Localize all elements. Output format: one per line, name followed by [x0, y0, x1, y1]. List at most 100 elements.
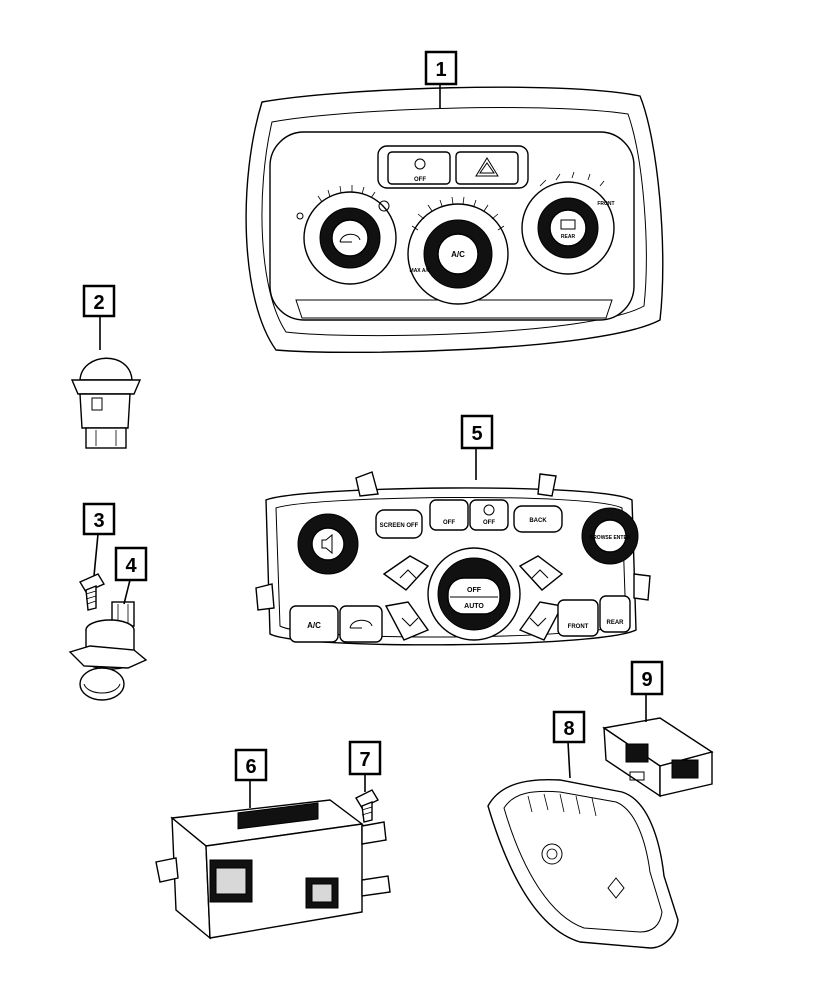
- connector-tab: [629, 771, 645, 781]
- temp-scale-ticks: [411, 196, 505, 231]
- fan-knob-cap: [331, 219, 369, 257]
- module-side-tab-right: [633, 573, 651, 601]
- callout-6: 6: [234, 748, 268, 782]
- switch-body: [79, 393, 131, 429]
- hazard-triangle-inner-icon: [479, 162, 495, 174]
- callout-9: 9: [630, 660, 664, 696]
- front-defrost-button: [557, 599, 599, 637]
- recirculation-button: [339, 605, 383, 643]
- callout-label: 5: [471, 423, 482, 445]
- callout-label: 4: [125, 555, 137, 577]
- module-connector-small-pins: [311, 883, 333, 903]
- esc-off-switch: [387, 151, 451, 185]
- screw-shank: [85, 584, 97, 611]
- bezel-lower-lip: [295, 299, 613, 319]
- part-1-control-bezel: OFF A/C MAX A/C REAR FRONT: [245, 86, 664, 354]
- switch-clip: [91, 397, 103, 411]
- callout-label: 9: [641, 669, 652, 691]
- callout-7: 7: [348, 740, 382, 776]
- leader-4: [123, 579, 131, 605]
- screen-off-button: [375, 509, 423, 539]
- connector-socket: [671, 759, 699, 779]
- volume-knob-cap: [311, 527, 345, 561]
- module-connector-small: [305, 877, 339, 909]
- callout-label: 7: [359, 749, 370, 771]
- temp-down-left-button: [384, 601, 430, 641]
- stop-start-icon: [483, 504, 495, 516]
- part-2-switch: [70, 357, 142, 449]
- mode-knob-cap: [549, 209, 587, 247]
- fan-high-icon: [378, 200, 390, 212]
- esc-off-label-5: OFF: [443, 520, 455, 526]
- callout-5: 5: [460, 414, 494, 450]
- fan-knob-face: [447, 577, 501, 615]
- rear-label: REAR: [561, 234, 576, 240]
- hazard-triangle-icon: [475, 157, 499, 177]
- part-3-screw: [78, 573, 106, 611]
- recirculation-icon: [349, 619, 373, 629]
- screw-shank: [361, 800, 373, 823]
- callout-label: 3: [93, 510, 104, 532]
- rear-defrost-icon: [560, 219, 576, 230]
- hazard-switch: [455, 151, 519, 185]
- switch-flange: [70, 379, 142, 395]
- screw-head: [355, 789, 379, 809]
- mounting-tab-right-top: [361, 821, 387, 845]
- part-9-connector-module: [602, 717, 714, 798]
- callout-4: 4: [114, 546, 148, 582]
- screen-off-label: SCREEN OFF: [380, 523, 419, 529]
- switch-connector: [85, 427, 127, 449]
- connector-socket: [625, 743, 649, 763]
- mode-scale-icons: [539, 171, 605, 187]
- module-box-side: [205, 823, 363, 939]
- fan-low-icon: [296, 212, 304, 220]
- sensor-flange: [68, 645, 148, 669]
- leader-8: [567, 741, 571, 779]
- screw-thread: [361, 806, 373, 816]
- tray-speaker-grille-inner: [546, 848, 558, 860]
- rear-defrost-button: [599, 595, 631, 633]
- leader-3: [93, 533, 99, 577]
- tune-knob-cap: [593, 519, 627, 553]
- esc-off-label: OFF: [414, 177, 426, 183]
- stop-start-off-label: OFF: [483, 520, 495, 526]
- switch-dome: [79, 357, 133, 381]
- ac-button: [289, 605, 339, 643]
- module-top-tab-left: [355, 471, 379, 497]
- max-ac-label: MAX A/C: [410, 268, 431, 274]
- temp-up-left-button: [382, 555, 430, 591]
- module-top-tab-right: [537, 473, 557, 497]
- fan-scale-ticks: [317, 185, 376, 203]
- sensor-lower-opening: [83, 683, 121, 694]
- chevron-up-icon: [399, 569, 417, 579]
- browse-enter-label: BROWSE ENTER: [590, 535, 631, 541]
- tray-inner-wall: [503, 790, 663, 933]
- callout-1: 1: [424, 50, 458, 86]
- mounting-tab-right-bottom: [361, 875, 391, 897]
- auto-label: AUTO: [464, 603, 484, 610]
- tray-outline: [487, 778, 679, 949]
- callout-label: 1: [435, 59, 446, 81]
- screw-thread: [85, 590, 97, 605]
- part-7-screw: [355, 789, 379, 823]
- sensor-lower-body: [79, 667, 125, 701]
- chevron-down-icon: [529, 617, 547, 627]
- tray-emblem-icon: [607, 877, 625, 899]
- module-side-tab-left: [255, 583, 275, 611]
- esc-off-button: [429, 499, 469, 531]
- ac-label: A/C: [451, 250, 465, 259]
- module-connector-large-pins: [215, 867, 247, 895]
- part-5-control-module: BROWSE ENTER SCREEN OFF OFF OFF BACK OFF…: [255, 471, 651, 646]
- callout-8: 8: [552, 710, 586, 744]
- fan-off-label: OFF: [467, 587, 482, 594]
- front-label: FRONT: [597, 201, 614, 207]
- callout-label: 8: [563, 718, 574, 740]
- back-label: BACK: [529, 518, 547, 524]
- chevron-down-icon: [401, 617, 419, 627]
- part-6-electronic-module: [155, 799, 391, 940]
- ac-label-5: A/C: [307, 621, 321, 630]
- volume-speaker-icon: [321, 533, 333, 555]
- front-label-5: FRONT: [568, 624, 589, 630]
- callout-2: 2: [82, 284, 116, 318]
